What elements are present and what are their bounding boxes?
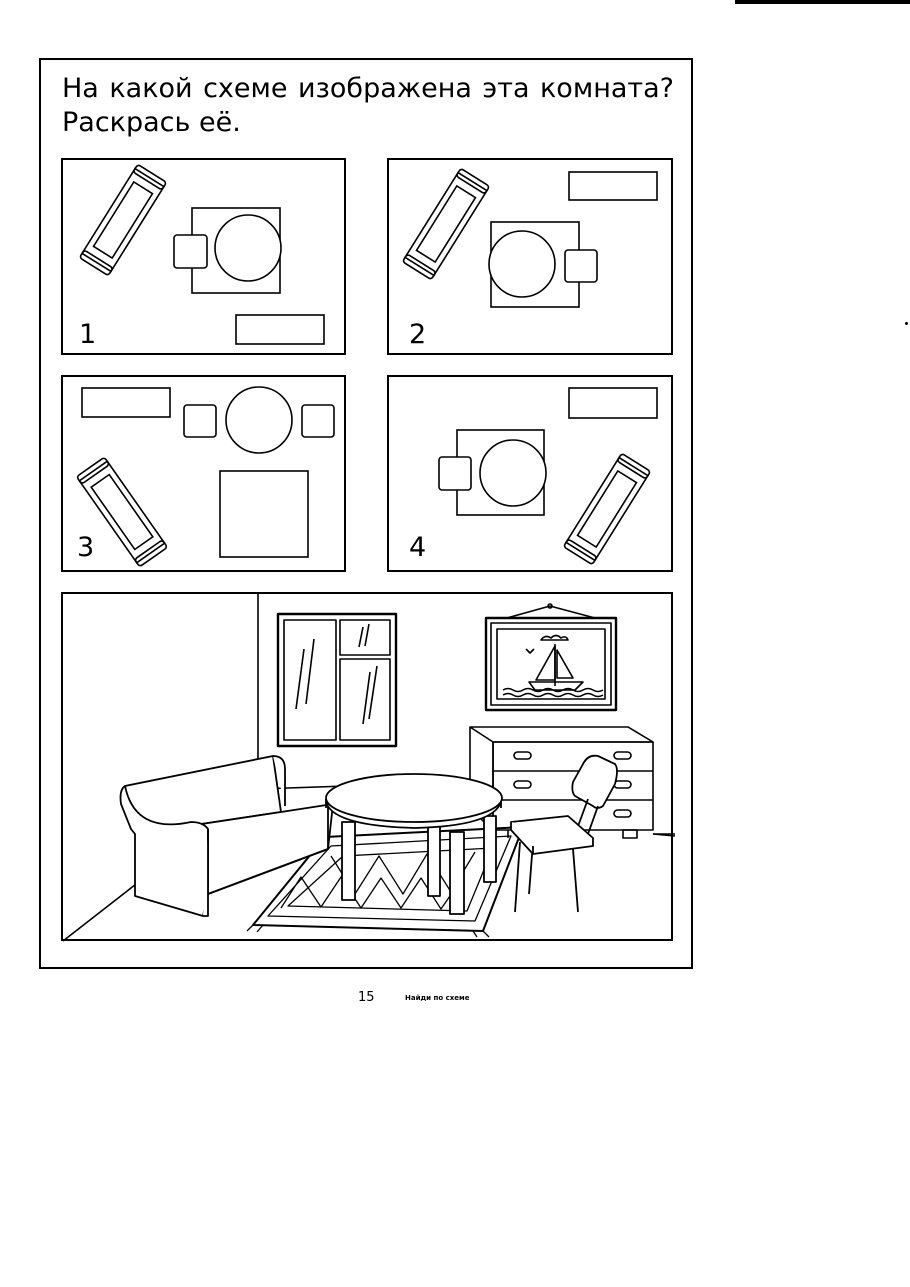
sofa-icon bbox=[119, 755, 334, 917]
chest-of-drawers-icon bbox=[469, 726, 654, 839]
page-caption: Найди по схеме bbox=[405, 994, 470, 1002]
scheme-1-plan: 1 bbox=[79, 164, 325, 350]
round-table-icon bbox=[225, 386, 293, 454]
scheme-2[interactable]: 2 bbox=[387, 158, 673, 355]
round-table-icon bbox=[479, 439, 547, 507]
scheme-number: 2 bbox=[409, 319, 426, 350]
round-table-icon bbox=[325, 773, 503, 915]
scheme-number: 1 bbox=[79, 319, 96, 350]
room-drawing bbox=[62, 594, 676, 942]
rug-icon bbox=[219, 470, 309, 558]
chair-icon bbox=[301, 404, 335, 438]
worksheet-frame bbox=[39, 58, 693, 969]
scheme-1[interactable]: 1 bbox=[61, 158, 346, 355]
speck bbox=[905, 322, 908, 325]
sofa-icon bbox=[79, 164, 167, 276]
chair-icon bbox=[564, 249, 598, 283]
scheme-3[interactable]: 3 bbox=[61, 375, 346, 572]
chest-of-drawers-icon bbox=[81, 387, 171, 418]
scheme-2-plan: 2 bbox=[402, 168, 658, 350]
window-icon bbox=[276, 612, 398, 748]
scheme-4-plan: 4 bbox=[409, 387, 658, 565]
chair-icon bbox=[183, 404, 217, 438]
scheme-number: 4 bbox=[409, 532, 426, 563]
sofa-icon bbox=[402, 168, 490, 280]
question-line-1: На какой схеме изображена эта комната? bbox=[62, 73, 674, 104]
sailboat-painting-icon bbox=[484, 603, 618, 712]
round-table-icon bbox=[214, 214, 282, 282]
sofa-icon bbox=[563, 453, 651, 565]
scheme-4[interactable]: 4 bbox=[387, 375, 673, 572]
scheme-number: 3 bbox=[77, 532, 94, 563]
chest-of-drawers-icon bbox=[568, 387, 658, 419]
chest-of-drawers-icon bbox=[568, 171, 658, 201]
round-table-icon bbox=[488, 230, 556, 298]
chair-icon bbox=[173, 234, 208, 269]
chest-of-drawers-icon bbox=[235, 314, 325, 345]
question-line-2: Раскрась её. bbox=[62, 107, 241, 138]
scheme-3-plan: 3 bbox=[76, 386, 335, 567]
chair-icon bbox=[438, 456, 472, 491]
page-corner-mark bbox=[735, 0, 910, 4]
room-picture[interactable] bbox=[61, 592, 676, 942]
chair-icon bbox=[510, 754, 618, 913]
page-number: 15 bbox=[358, 990, 375, 1005]
sofa-icon bbox=[76, 457, 168, 567]
